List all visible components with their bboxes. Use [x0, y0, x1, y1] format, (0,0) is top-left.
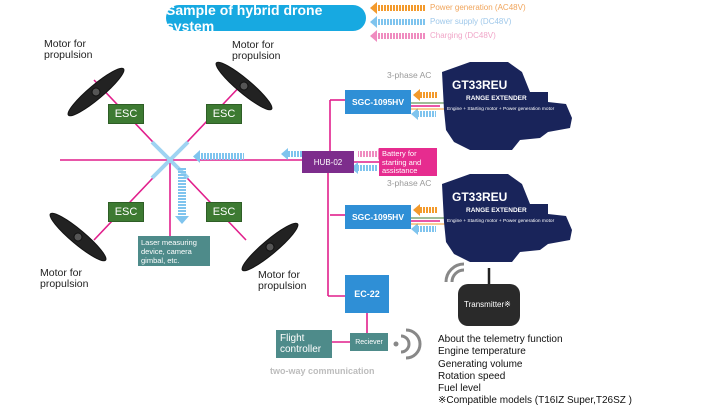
esc-top-left: ESC	[108, 104, 144, 124]
esc-top-right: ESC	[206, 104, 242, 124]
hub-box: HUB-02	[302, 151, 354, 173]
engine-subtitle-2: RANGE EXTENDER	[466, 207, 527, 214]
telemetry-item: Fuel level	[438, 383, 481, 395]
esc-bottom-right: ESC	[206, 202, 242, 222]
telemetry-item: Rotation speed	[438, 370, 506, 382]
engine-controller-box: EC-22	[345, 275, 389, 313]
engine-name-1: GT33REU	[452, 78, 508, 92]
legend-power-supply: Power supply (DC48V)	[430, 17, 512, 26]
system-wiring	[327, 99, 440, 343]
telemetry-list: About the telemetry function Engine temp…	[438, 334, 563, 395]
propeller-bottom-right	[241, 222, 299, 272]
engine-name-2: GT33REU	[452, 190, 508, 204]
generator-controller-1: SGC-1095HV	[345, 90, 411, 114]
engine-subtitle-1: RANGE EXTENDER	[466, 95, 527, 102]
engine-graphic-2	[442, 174, 572, 262]
transmitter-signal-icon	[444, 262, 465, 283]
legend-arrow-blue	[370, 16, 425, 28]
engine-desc-1: Engine + Starting motor + Power generati…	[447, 107, 555, 112]
propeller-bottom-left	[49, 212, 107, 262]
engine-graphic-1	[442, 62, 572, 150]
ac-label-2: 3-phase AC	[387, 178, 432, 188]
receiver-box: Reciever	[350, 333, 388, 351]
telemetry-item: Engine temperature	[438, 346, 526, 358]
legend-charging: Charging (DC48V)	[430, 31, 496, 40]
frame-power-arrows	[150, 140, 244, 224]
page-title: Sample of hybrid drone system	[166, 2, 366, 34]
transmitter-graphic	[458, 268, 520, 326]
propeller-top-right	[215, 61, 273, 111]
transmitter-label: Transmitter※	[464, 300, 511, 309]
legend-arrow-orange	[370, 2, 425, 14]
engine-desc-2: Engine + Starting motor + Power generati…	[447, 219, 555, 224]
two-way-communication-label: two-way communication	[270, 366, 375, 376]
ac-label-1: 3-phase AC	[387, 70, 432, 80]
legend-power-generation: Power generation (AC48V)	[430, 3, 526, 12]
compatible-models: ※Compatible models (T16IZ Super,T26SZ )	[438, 395, 633, 406]
telemetry-item: About the telemetry function	[438, 334, 563, 345]
legend-arrow-pink	[370, 30, 425, 42]
esc-bottom-left: ESC	[108, 202, 144, 222]
generator-controller-2: SGC-1095HV	[345, 205, 411, 229]
telemetry-item: Generating volume	[438, 358, 523, 370]
receiver-signal-icon	[393, 328, 422, 360]
engine-wires	[411, 102, 445, 225]
propeller-top-left	[67, 67, 125, 117]
